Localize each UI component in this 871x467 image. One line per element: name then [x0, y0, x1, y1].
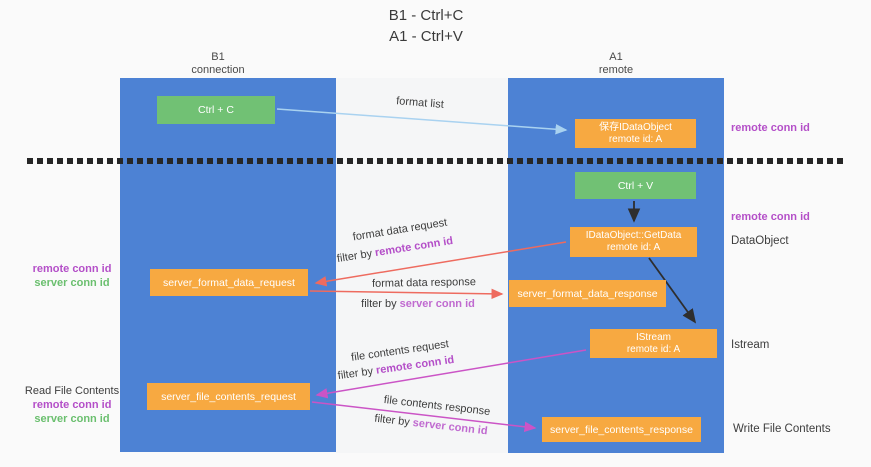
node-server-format-data-response: server_format_data_response [509, 280, 666, 307]
read-file-contents-label: Read File Contents [24, 385, 120, 397]
node-ctrl-c: Ctrl + C [157, 96, 275, 124]
middle-panel [336, 78, 508, 453]
format-data-response-label: format data response [371, 276, 477, 290]
node-server-file-contents-request: server_file_contents_request [147, 383, 310, 410]
lifeline-a1-name: A1 [609, 51, 623, 63]
node-server-file-contents-response: server_file_contents_response [542, 417, 701, 442]
node-ctrl-v: Ctrl + V [575, 172, 696, 199]
lifeline-header-a1: A1 remote [508, 51, 724, 77]
filter-by-text: filter by [361, 298, 400, 310]
right-remote-conn-id-mid: remote conn id [731, 211, 810, 223]
node-getdata-line2: remote id: A [606, 242, 661, 253]
node-idataobject-getdata: IDataObject::GetData remote id: A [570, 227, 697, 257]
node-istream-line1: IStream [635, 331, 671, 343]
remote-conn-id-label: remote conn id [32, 263, 112, 275]
left-file-conn-ids: Read File Contents remote conn id server… [12, 384, 132, 426]
node-server-file-contents-request-label: server_file_contents_request [161, 390, 296, 403]
write-file-contents-label: Write File Contents [733, 423, 831, 435]
right-remote-conn-id-top: remote conn id [731, 122, 810, 134]
node-istream-line2: remote id: A [626, 343, 681, 355]
node-saved-idataobject-line2: remote id: A [608, 133, 663, 145]
node-server-format-data-request: server_format_data_request [150, 269, 308, 296]
node-server-format-data-request-label: server_format_data_request [163, 276, 295, 289]
remote-conn-id-label: remote conn id [32, 399, 112, 411]
lifeline-b1-role: connection [191, 64, 245, 76]
lifeline-header-b1: B1 connection [110, 51, 326, 77]
node-getdata-line1: IDataObject::GetData [585, 230, 682, 241]
istream-side-label: Istream [731, 339, 770, 351]
node-server-file-contents-response-label: server_file_contents_response [549, 423, 693, 436]
lifeline-a1-role: remote [598, 64, 634, 76]
title-line-2: A1 - Ctrl+V [389, 28, 463, 45]
left-format-conn-ids: remote conn id server conn id [16, 262, 128, 290]
node-saved-idataobject: 保存IDataObject remote id: A [575, 119, 696, 148]
server-conn-id-label: server conn id [34, 413, 110, 425]
dataobject-label: DataObject [731, 235, 789, 247]
node-ctrl-v-label: Ctrl + V [617, 179, 654, 192]
format-data-response-filter-label: filter by server conn id [361, 298, 475, 310]
diagram-title: B1 - Ctrl+C A1 - Ctrl+V [0, 5, 852, 47]
node-istream: IStream remote id: A [590, 329, 717, 358]
server-conn-id-label: server conn id [34, 277, 110, 289]
title-line-1: B1 - Ctrl+C [388, 7, 464, 24]
node-saved-idataobject-line1: 保存IDataObject [599, 121, 672, 133]
lifeline-b1-name: B1 [211, 51, 225, 63]
server-conn-id-highlight: server conn id [399, 298, 475, 310]
phase-separator-dashed-line [27, 158, 847, 164]
node-ctrl-c-label: Ctrl + C [198, 104, 234, 116]
node-server-format-data-response-label: server_format_data_response [517, 287, 658, 300]
